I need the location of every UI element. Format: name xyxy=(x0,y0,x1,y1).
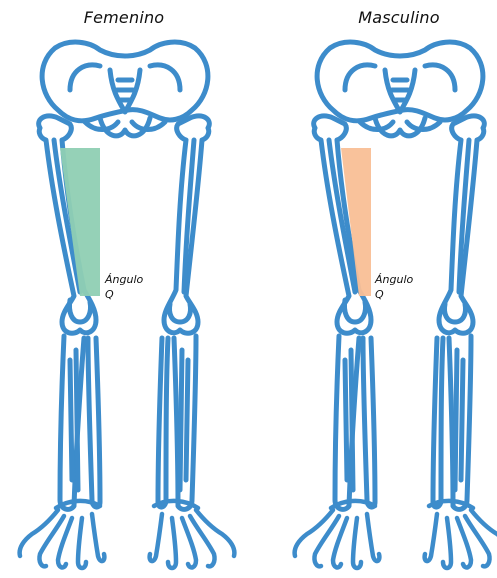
lower-leg-left-illustration xyxy=(335,336,375,509)
figure-masculino: Masculino xyxy=(275,0,497,578)
femur-right-illustration xyxy=(439,116,484,333)
figure-femenino: Femenino xyxy=(0,0,248,578)
lower-leg-left-illustration xyxy=(60,336,100,509)
angle-q-label-line1: Ángulo xyxy=(375,272,413,287)
angle-q-label-line1: Ángulo xyxy=(105,272,143,287)
foot-right-illustration xyxy=(150,501,235,568)
angle-q-label-line2: Q xyxy=(105,287,143,302)
lower-leg-right-illustration xyxy=(433,336,471,509)
foot-left-illustration xyxy=(295,501,380,568)
foot-left-illustration xyxy=(20,501,105,568)
angle-q-label: Ángulo Q xyxy=(105,272,143,302)
angle-q-label: Ángulo Q xyxy=(375,272,413,302)
angle-q-label-line2: Q xyxy=(375,287,413,302)
lower-leg-right-illustration xyxy=(158,336,196,509)
femur-right-illustration xyxy=(164,116,209,333)
